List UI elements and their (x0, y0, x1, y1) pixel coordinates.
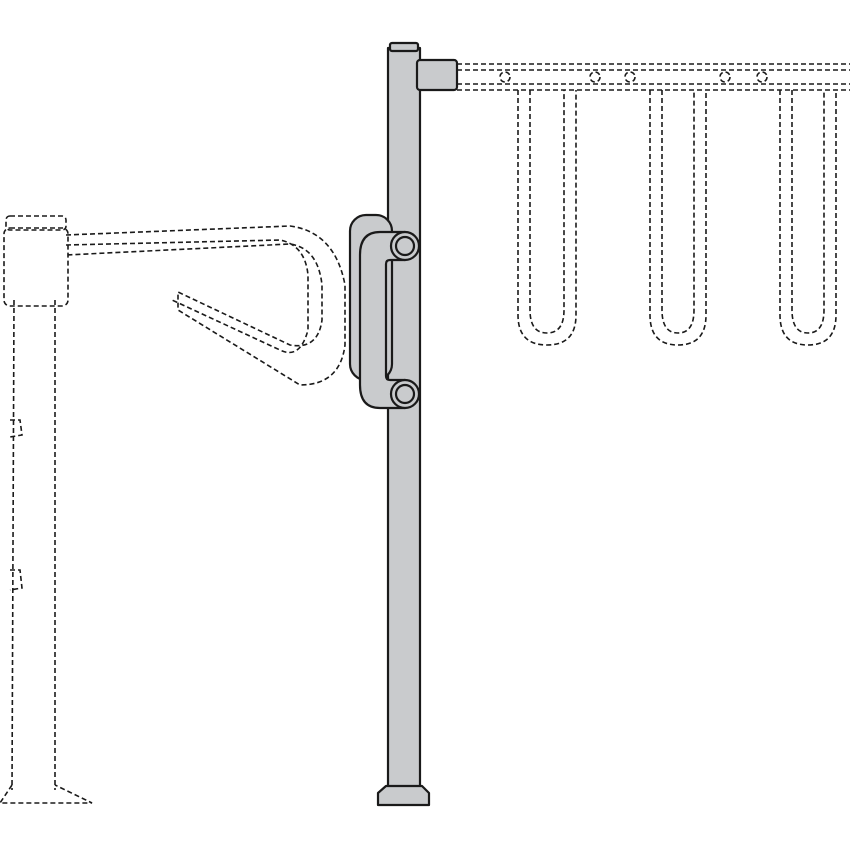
swing-arm-post (0, 215, 346, 804)
hook-1 (517, 90, 577, 346)
grab-handle (348, 213, 421, 410)
hook-3 (779, 90, 837, 346)
support-pole (376, 41, 459, 807)
hanging-hook-rail (457, 63, 850, 346)
hook-2 (649, 90, 707, 346)
